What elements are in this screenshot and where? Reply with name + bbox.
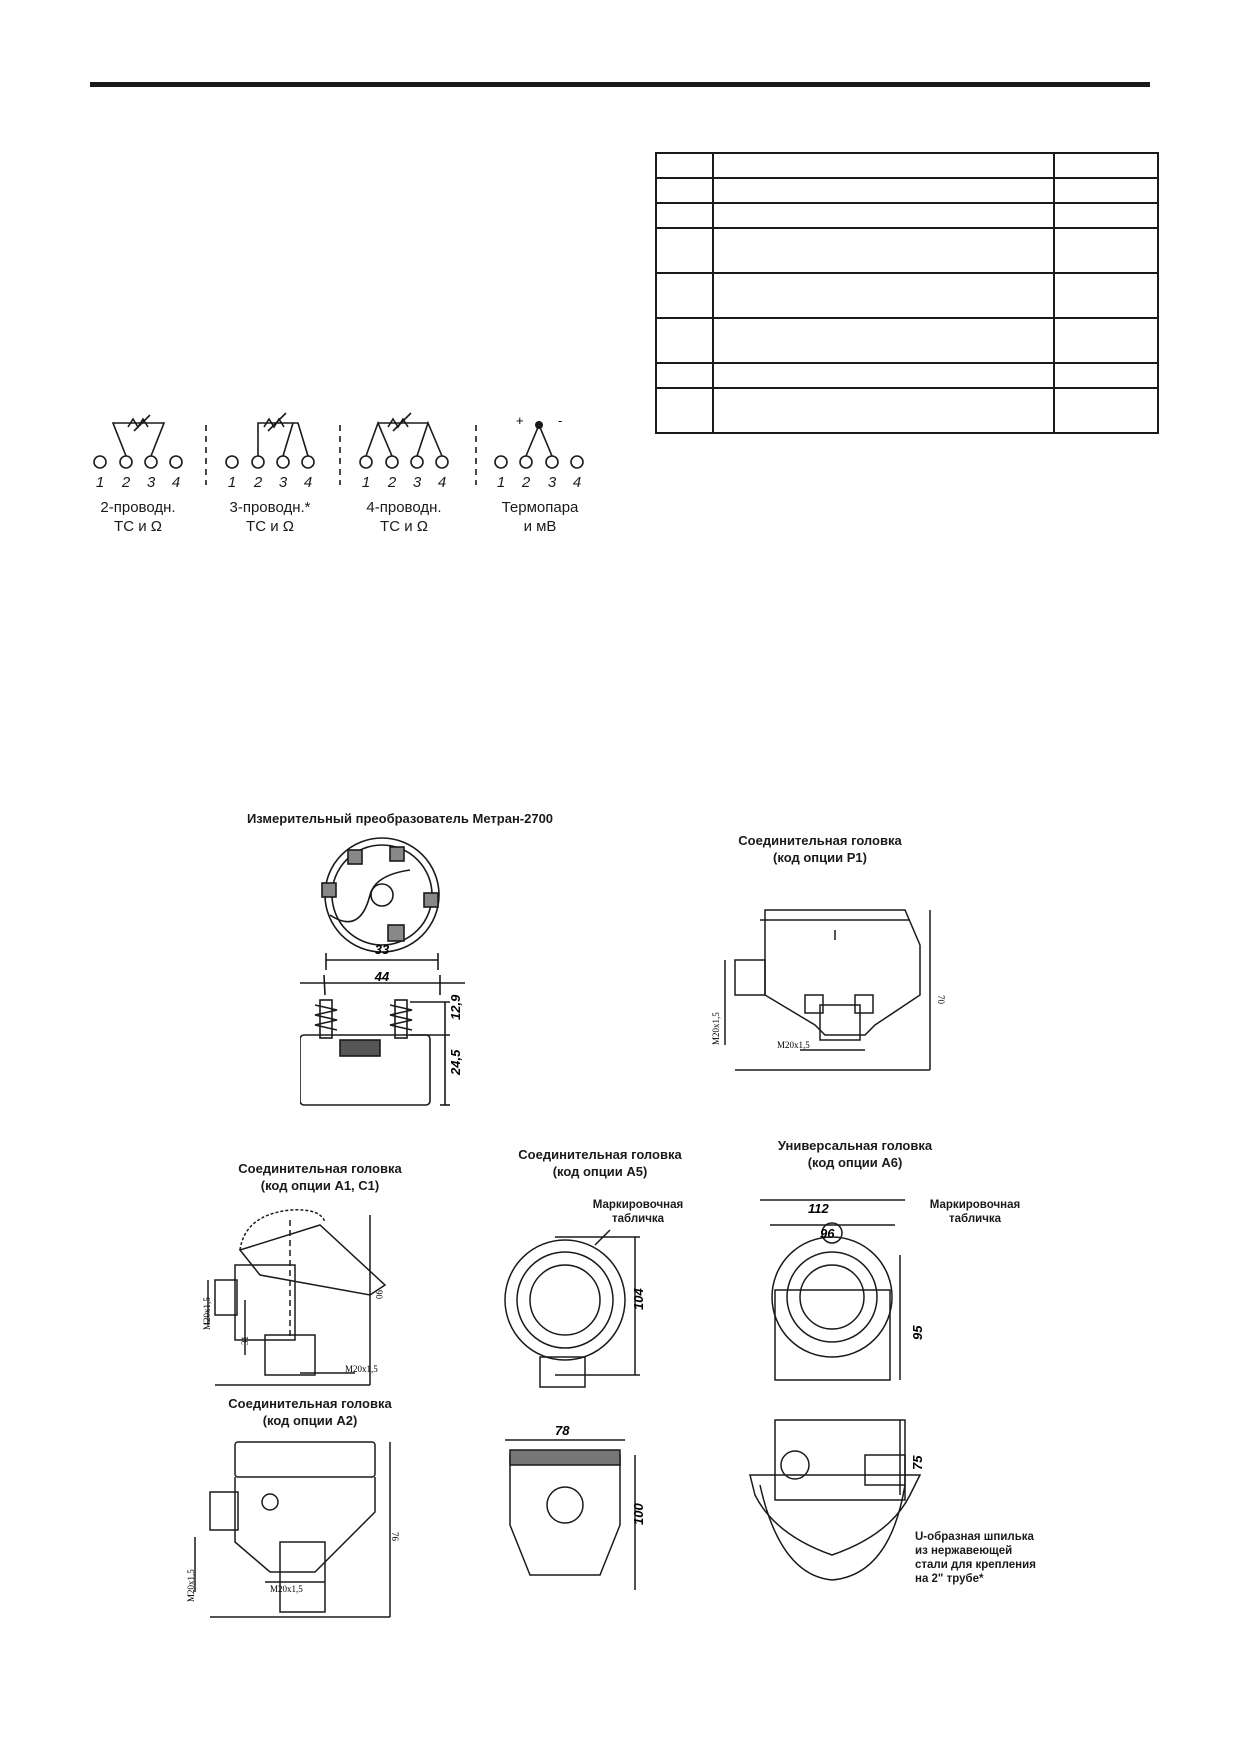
minus-sign: - [558,413,562,428]
a2-thread-side: M20x1,5 [186,1569,196,1602]
a6-dim-96: 96 [820,1226,835,1241]
table-cell [655,362,714,389]
table-cell [655,202,714,229]
wiring-schematics: + - [93,412,584,485]
dim-44: 44 [374,969,390,984]
svg-text:1: 1 [497,474,505,491]
table-cell [655,272,714,319]
metran-drawing: 33 44 12,9 24,5 [300,837,465,1106]
svg-text:3: 3 [548,474,557,491]
table-cell [655,177,714,204]
a5-dim-100: 100 [631,1503,646,1525]
svg-text:3: 3 [147,474,156,491]
svg-text:4: 4 [573,474,581,491]
svg-text:2: 2 [253,474,263,491]
svg-text:1: 1 [96,474,104,491]
table-cell [1053,362,1159,389]
svg-text:2: 2 [121,474,131,491]
wiring-4wire-symbol [359,412,449,469]
p1-thread-bottom: M20x1,5 [777,1040,810,1050]
table-cell [1053,152,1159,179]
table-cell [655,317,714,364]
table-cell [712,387,1055,434]
table-cell [1053,317,1159,364]
table-cell [1053,202,1159,229]
wiring-3wire-symbol [225,412,315,469]
spec-table [655,152,1159,434]
table-cell [712,227,1055,274]
wiring-2wire-symbol [93,414,183,469]
svg-text:4: 4 [438,474,446,491]
table-cell [1053,272,1159,319]
p1-dim-70: 70 [936,995,946,1005]
a6-dim-112: 112 [808,1201,829,1216]
svg-text:1: 1 [228,474,236,491]
a2-title: Соединительная головка(код опции А2) [228,1396,392,1428]
svg-text:4: 4 [172,474,180,491]
svg-text:4: 4 [304,474,312,491]
a5-dim-78: 78 [555,1423,570,1438]
table-cell [1053,227,1159,274]
a6-drawing: 112 96 95 75 [749,1199,925,1581]
a2-thread-bottom: M20x1,5 [270,1584,303,1594]
a6-dim-95: 95 [910,1325,925,1340]
wiring-caption-4wire: 4-проводн.ТС и Ω [366,499,442,535]
svg-text:1: 1 [362,474,370,491]
p1-drawing: M20x1,5 M20x1,5 70 [711,909,946,1071]
a1c1-drawing: M20x1,5 M20x1,5 90 31 [202,1209,387,1386]
a6-dim-75: 75 [910,1455,925,1470]
a5-dim-104: 104 [631,1288,646,1310]
a2-dim-76: 76 [390,1532,400,1542]
a6-title: Универсальная головка(код опции А6) [777,1138,933,1170]
p1-title: Соединительная головка(код опции Р1) [738,833,902,865]
table-cell [655,227,714,274]
plus-sign: + [516,413,524,428]
table-cell [712,152,1055,179]
table-cell [712,362,1055,389]
svg-text:3: 3 [413,474,422,491]
a2-drawing: M20x1,5 M20x1,5 76 [186,1441,400,1618]
table-cell [1053,387,1159,434]
table-cell [712,272,1055,319]
wiring-caption-3wire: 3-проводн.*ТС и Ω [229,499,311,535]
dim-12-9: 12,9 [448,994,463,1020]
table-cell [1053,177,1159,204]
metran-title: Измерительный преобразователь Метран-270… [246,811,554,826]
a5-drawing: 104 78 100 [504,1229,646,1590]
table-cell [712,317,1055,364]
dim-24-5: 24,5 [448,1049,463,1076]
table-cell [655,152,714,179]
table-cell [712,177,1055,204]
table-cell [655,387,714,434]
a1c1-thread-side: M20x1,5 [202,1297,212,1330]
wiring-caption-2wire: 2-проводн.ТС и Ω [100,499,176,535]
a1c1-thread-bottom: M20x1,5 [345,1364,378,1374]
svg-text:2: 2 [387,474,397,491]
top-rule [90,82,1150,87]
a1c1-dim-90: 90 [374,1290,384,1300]
p1-thread-side: M20x1,5 [711,1012,721,1045]
a1c1-title: Соединительная головка(код опции А1, С1) [238,1161,402,1193]
dim-33: 33 [375,942,390,957]
svg-text:2: 2 [521,474,531,491]
a1c1-dim-31: 31 [240,1336,250,1345]
a5-title: Соединительная головка(код опции А5) [518,1147,682,1179]
thermocouple-junction [535,421,543,429]
table-cell [712,202,1055,229]
wiring-thermocouple-symbol [494,422,584,469]
svg-text:3: 3 [279,474,288,491]
